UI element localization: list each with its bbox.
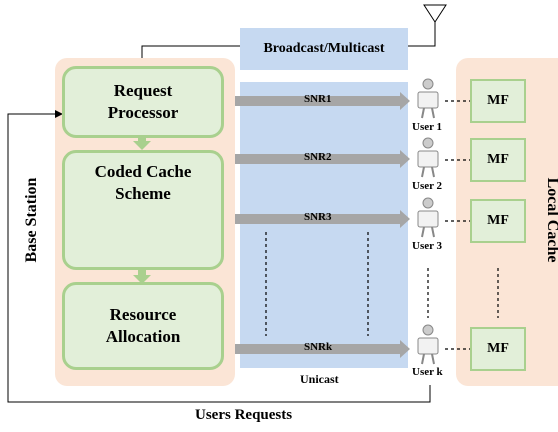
user-icon-2 — [417, 137, 439, 178]
antenna-feed-line — [141, 45, 240, 58]
block-arrow-2 — [133, 268, 151, 284]
broadcast-label: Broadcast/Multicast — [263, 41, 385, 56]
snr-label-1: SNR1 — [304, 93, 332, 105]
mf-label-3: MF — [487, 213, 509, 228]
mf-label-1: MF — [487, 93, 509, 108]
mf-label-2: MF — [487, 152, 509, 167]
user-icon-1 — [417, 78, 439, 119]
snr-arrow-3 — [235, 210, 410, 228]
broadcast-multicast-box: Broadcast/Multicast — [240, 28, 408, 70]
mf-box-3: MF — [470, 199, 526, 243]
antenna-mast-line — [408, 18, 436, 47]
mf-label-k: MF — [487, 341, 509, 356]
user-label-3: User 3 — [412, 240, 443, 252]
request-processor-label: Request Processor — [107, 81, 179, 122]
users-requests-label: Users Requests — [195, 407, 293, 423]
resource-allocation-label: Resource Allocation — [105, 305, 181, 346]
block-arrow-1 — [133, 134, 151, 150]
snr-arrow-1 — [235, 92, 410, 110]
base-station-label: Base Station — [23, 177, 40, 263]
mf-box-2: MF — [470, 138, 526, 182]
coded-cache-label: Coded Cache Scheme — [94, 162, 192, 203]
feedback-loop-line — [7, 110, 431, 403]
antenna-icon — [423, 4, 447, 23]
snr-arrow-k — [235, 340, 410, 358]
snr-arrow-2 — [235, 150, 410, 168]
request-processor-block: Request Processor — [62, 66, 224, 138]
user-label-2: User 2 — [412, 180, 443, 192]
resource-allocation-block: Resource Allocation — [62, 282, 224, 370]
snr-label-k: SNRk — [304, 341, 333, 353]
unicast-channel-area — [240, 82, 408, 368]
user-icon-3 — [417, 197, 439, 238]
user-label-k: User k — [412, 366, 443, 378]
snr-label-3: SNR3 — [304, 211, 332, 223]
user-icon-k — [417, 324, 439, 365]
snr-label-2: SNR2 — [304, 151, 332, 163]
mf-box-1: MF — [470, 79, 526, 123]
coded-cache-block: Coded Cache Scheme — [62, 150, 224, 270]
unicast-label: Unicast — [300, 372, 339, 386]
mf-box-k: MF — [470, 327, 526, 371]
user-label-1: User 1 — [412, 121, 443, 133]
local-cache-label: Local Cache — [544, 177, 558, 263]
